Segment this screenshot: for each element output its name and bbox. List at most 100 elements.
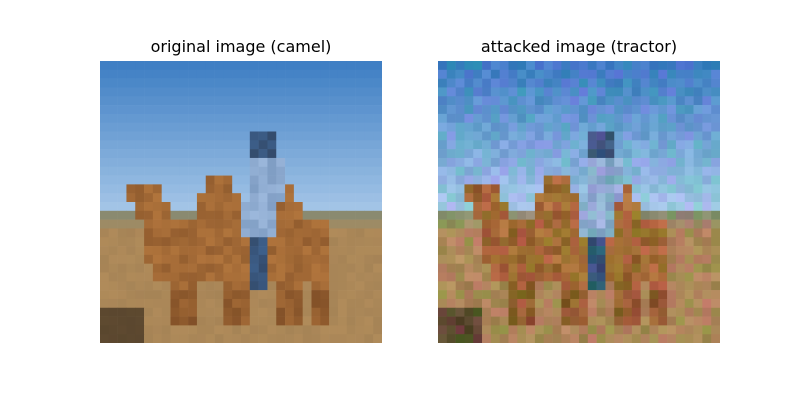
pixel-block bbox=[152, 228, 162, 238]
pixel-block bbox=[188, 69, 198, 79]
pixel-block bbox=[579, 105, 589, 115]
pixel-block bbox=[596, 202, 606, 212]
pixel-block bbox=[675, 272, 686, 282]
pixel-block bbox=[293, 69, 303, 79]
pixel-block bbox=[364, 166, 374, 176]
pixel-block bbox=[337, 78, 348, 88]
pixel-block bbox=[117, 105, 127, 115]
pixel-block bbox=[364, 334, 374, 343]
pixel-block bbox=[364, 263, 374, 273]
pixel-block bbox=[649, 131, 659, 141]
pixel-block bbox=[658, 281, 668, 291]
pixel-block bbox=[587, 272, 597, 282]
pixel-block bbox=[320, 272, 330, 282]
pixel-block bbox=[144, 272, 154, 282]
pixel-block bbox=[152, 263, 162, 273]
pixel-block bbox=[570, 131, 580, 141]
pixel-block bbox=[499, 290, 509, 300]
pixel-block bbox=[179, 78, 189, 88]
pixel-block bbox=[170, 210, 180, 220]
pixel-block bbox=[346, 325, 356, 335]
pixel-block bbox=[205, 263, 215, 273]
pixel-block bbox=[614, 69, 624, 79]
pixel-block bbox=[446, 105, 456, 115]
pixel-block bbox=[482, 246, 492, 256]
pixel-block bbox=[623, 87, 633, 97]
pixel-block bbox=[508, 140, 518, 150]
pixel-block bbox=[649, 105, 659, 115]
pixel-block bbox=[640, 184, 650, 194]
pixel-block bbox=[196, 325, 207, 335]
pixel-block bbox=[205, 325, 215, 335]
pixel-block bbox=[684, 307, 694, 317]
pixel-block bbox=[126, 334, 136, 343]
pixel-block bbox=[490, 290, 500, 300]
pixel-block bbox=[587, 113, 597, 123]
pixel-block bbox=[214, 113, 224, 123]
pixel-block bbox=[711, 175, 720, 185]
pixel-block bbox=[631, 113, 641, 123]
pixel-block bbox=[605, 228, 615, 238]
pixel-block bbox=[464, 246, 474, 256]
pixel-block bbox=[161, 290, 171, 300]
pixel-block bbox=[320, 307, 330, 317]
pixel-block bbox=[552, 149, 562, 159]
pixel-block bbox=[108, 69, 118, 79]
pixel-block bbox=[258, 140, 268, 150]
pixel-block bbox=[179, 325, 189, 335]
pixel-block bbox=[658, 166, 668, 176]
pixel-block bbox=[438, 290, 448, 300]
pixel-block bbox=[438, 69, 448, 79]
pixel-block bbox=[126, 325, 136, 335]
pixel-block bbox=[473, 290, 483, 300]
pixel-block bbox=[499, 140, 509, 150]
pixel-block bbox=[675, 157, 686, 168]
pixel-block bbox=[455, 193, 465, 203]
pixel-block bbox=[667, 96, 677, 106]
pixel-block bbox=[346, 263, 356, 273]
pixel-block bbox=[543, 210, 553, 220]
pixel-block bbox=[320, 175, 330, 185]
pixel-block bbox=[100, 202, 110, 212]
pixel-block bbox=[596, 184, 606, 194]
pixel-block bbox=[543, 334, 553, 343]
pixel-block bbox=[355, 193, 365, 203]
pixel-block bbox=[205, 166, 215, 176]
pixel-block bbox=[482, 157, 492, 168]
pixel-block bbox=[693, 246, 703, 256]
pixel-block bbox=[579, 298, 589, 309]
pixel-block bbox=[605, 69, 615, 79]
pixel-block bbox=[311, 122, 321, 132]
pixel-block bbox=[596, 78, 606, 88]
pixel-block bbox=[364, 193, 374, 203]
pixel-block bbox=[249, 61, 259, 71]
pixel-block bbox=[346, 87, 356, 97]
pixel-block bbox=[596, 140, 606, 150]
pixel-block bbox=[658, 140, 668, 150]
pixel-block bbox=[205, 175, 215, 185]
pixel-block bbox=[152, 175, 162, 185]
pixel-block bbox=[702, 307, 712, 317]
pixel-block bbox=[684, 87, 694, 97]
pixel-block bbox=[561, 202, 571, 212]
pixel-block bbox=[108, 184, 118, 194]
pixel-block bbox=[100, 307, 110, 317]
pixel-block bbox=[658, 228, 668, 238]
pixel-block bbox=[526, 334, 536, 343]
pixel-block bbox=[161, 78, 171, 88]
pixel-block bbox=[267, 228, 277, 238]
pixel-block bbox=[241, 307, 251, 317]
pixel-block bbox=[543, 202, 553, 212]
pixel-block bbox=[614, 202, 624, 212]
pixel-block bbox=[117, 254, 127, 264]
pixel-block bbox=[702, 149, 712, 159]
pixel-block bbox=[534, 131, 545, 141]
pixel-block bbox=[438, 281, 448, 291]
pixel-block bbox=[179, 202, 189, 212]
pixel-block bbox=[543, 61, 553, 71]
pixel-block bbox=[179, 131, 189, 141]
pixel-block bbox=[285, 228, 295, 238]
pixel-block bbox=[188, 219, 198, 229]
pixel-block bbox=[337, 113, 348, 123]
pixel-block bbox=[205, 334, 215, 343]
